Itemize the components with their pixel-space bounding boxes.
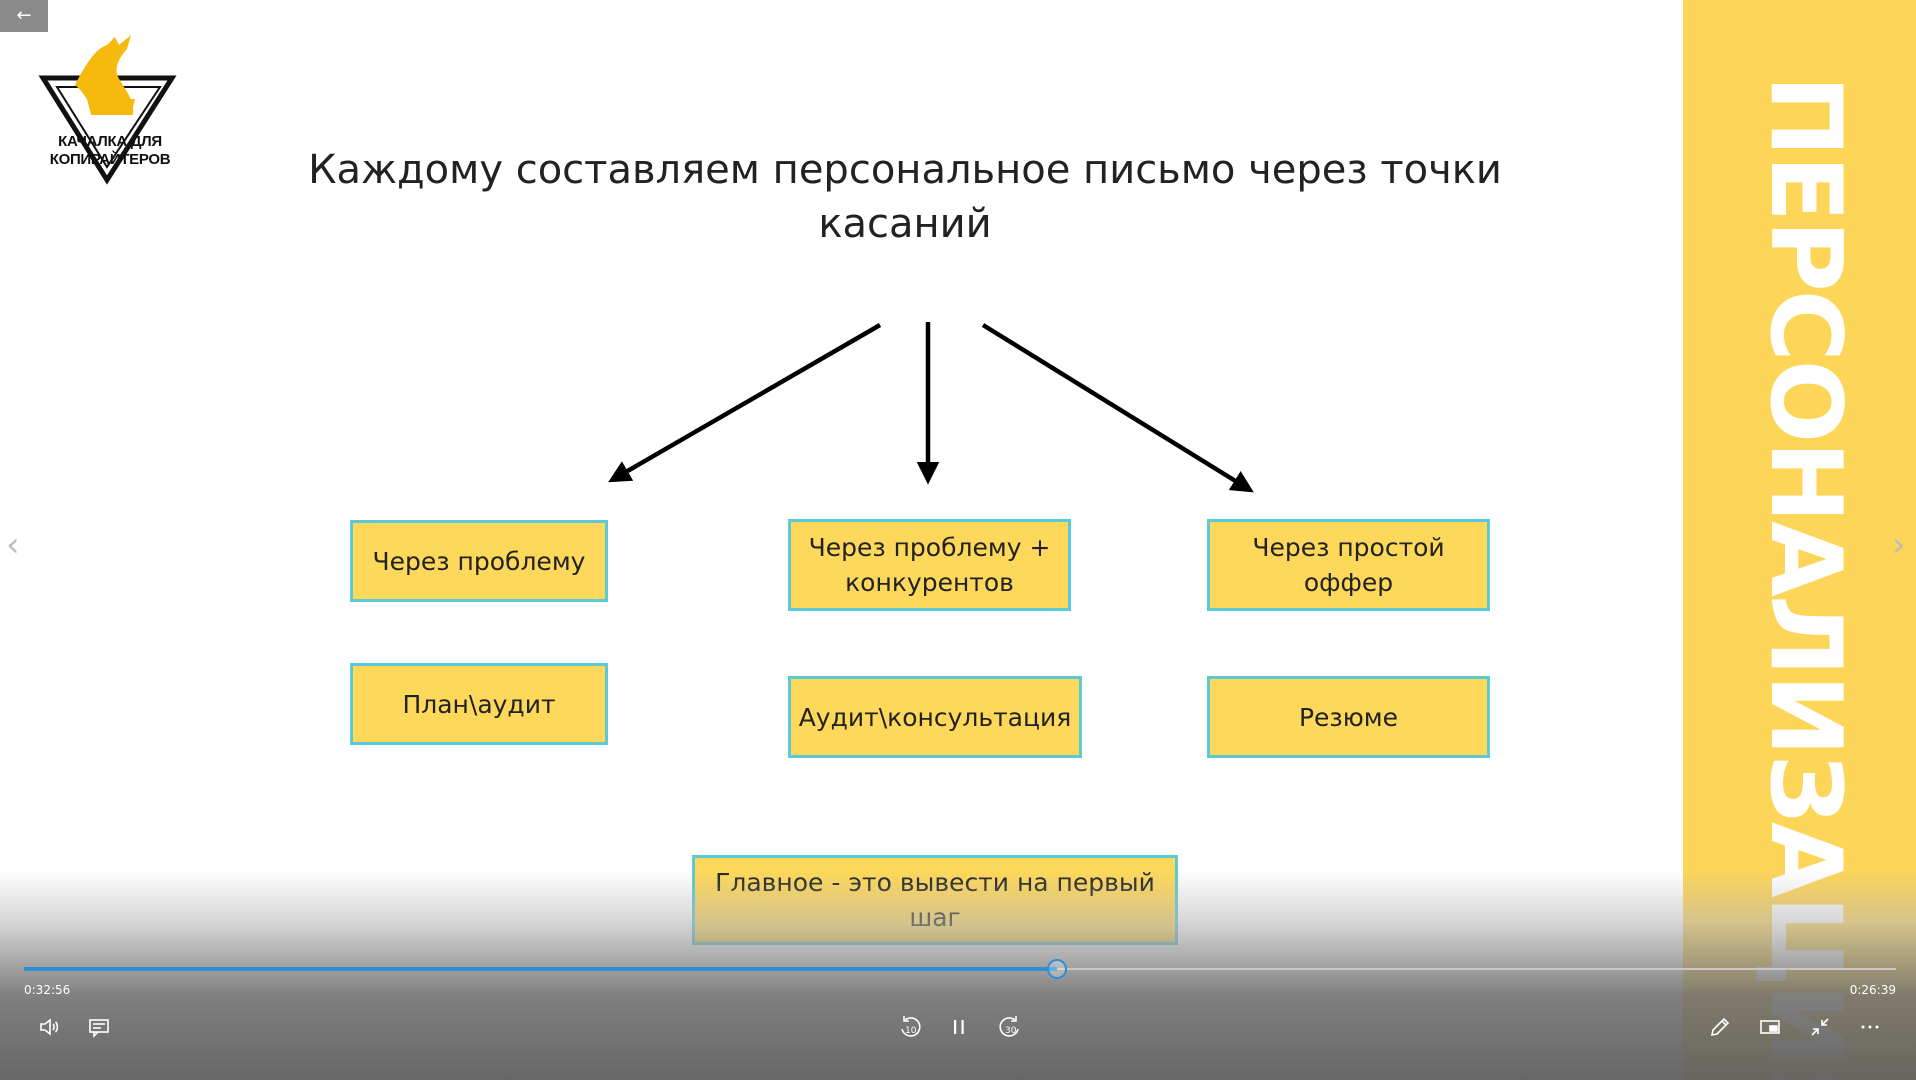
gym-logo-icon [38, 35, 177, 185]
chevron-left-icon: ‹ [6, 525, 20, 565]
slide-title: Каждому составляем персональное письмо ч… [308, 147, 1502, 247]
skip-back-button[interactable]: 10 [893, 1010, 927, 1044]
speaker-icon [40, 1018, 59, 1036]
box-through-simple-offer: Через простой оффер [1207, 519, 1490, 611]
exit-fullscreen-icon [1811, 1018, 1829, 1036]
pencil-icon [1710, 1017, 1730, 1037]
skip-forward-button[interactable]: 30 [993, 1010, 1027, 1044]
exit-fullscreen-button[interactable] [1803, 1010, 1837, 1044]
player-controls [0, 870, 1916, 1080]
seek-bar-played [24, 967, 1057, 971]
subtitles-button[interactable] [82, 1010, 116, 1044]
logo-line-2: КОПИРАЙТЕРОВ [49, 151, 171, 168]
chevron-right-icon: › [1892, 525, 1906, 565]
remaining-time: 0:26:39 [1849, 983, 1896, 997]
skip-forward-icon [999, 1016, 1019, 1037]
box-plan-audit: План\аудит [350, 663, 608, 745]
mini-view-button[interactable] [1753, 1010, 1787, 1044]
pause-icon [954, 1020, 964, 1034]
arrow-left [608, 323, 882, 483]
seek-thumb[interactable] [1047, 959, 1067, 979]
pause-button[interactable] [942, 1010, 976, 1044]
box-through-problem-competitors: Через проблему + конкурентов [788, 519, 1071, 611]
box-through-problem: Через проблему [350, 520, 608, 602]
elapsed-time: 0:32:56 [24, 983, 71, 997]
skip-back-label: 10 [905, 1026, 917, 1036]
logo-text: КАЧАЛКА ДЛЯ КОПИРАЙТЕРОВ [30, 133, 190, 169]
back-button[interactable]: ← [0, 0, 48, 32]
mini-view-icon [1760, 1020, 1780, 1034]
subtitles-icon [89, 1019, 109, 1038]
arrow-right [981, 323, 1254, 493]
edit-button[interactable] [1703, 1010, 1737, 1044]
previous-slide-button[interactable]: ‹ [6, 525, 20, 565]
skip-forward-label: 30 [1005, 1026, 1017, 1036]
box-audit-consultation: Аудит\консультация [788, 676, 1082, 758]
more-options-button[interactable] [1853, 1010, 1887, 1044]
next-slide-button[interactable]: › [1892, 525, 1906, 565]
logo-line-1: КАЧАЛКА ДЛЯ [58, 133, 162, 150]
arrow-left-icon: ← [16, 5, 32, 26]
box-resume: Резюме [1207, 676, 1490, 758]
volume-button[interactable] [32, 1010, 66, 1044]
skip-back-icon [901, 1016, 921, 1037]
more-icon [1861, 1025, 1879, 1029]
